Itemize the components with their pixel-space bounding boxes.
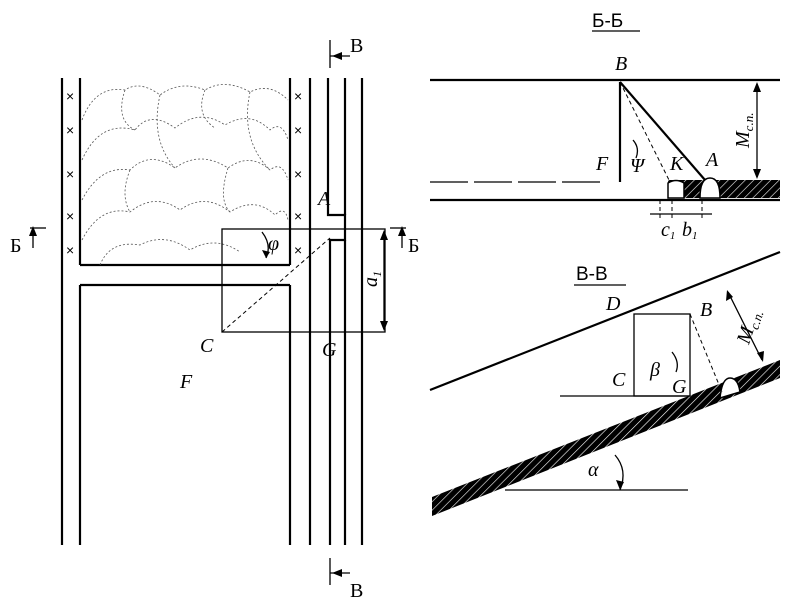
svg-text:Б: Б — [10, 235, 21, 257]
bb-line-b-to-a — [619, 81, 706, 181]
section-vv-title: В-В — [576, 264, 608, 285]
svg-text:×: × — [66, 242, 74, 258]
bb-point-k-label: K — [669, 153, 685, 175]
vv-point-b-label: B — [700, 299, 712, 321]
vv-pillar — [719, 377, 741, 400]
point-c-label: C — [200, 335, 214, 357]
svg-text:В: В — [350, 580, 363, 602]
vv-point-c-label: C — [612, 369, 626, 391]
bb-ore-body — [668, 180, 780, 198]
bb-pillar-k — [667, 179, 685, 199]
bb-angle-psi-label: Ψ — [630, 155, 646, 177]
svg-text:×: × — [66, 88, 74, 104]
diagonal-c-to-a — [221, 237, 331, 333]
section-bb: Б-Б Mс.п. c1 b1 B F — [430, 11, 780, 242]
svg-text:×: × — [66, 122, 74, 138]
a1-arrow-top — [380, 230, 388, 240]
drift-with-step-left — [326, 78, 347, 545]
svg-text:×: × — [294, 208, 302, 224]
bb-m-label: Mс.п. — [732, 113, 756, 149]
section-vv: В-В α Mс.п. D B C β G — [429, 250, 781, 516]
caved-rock-pattern — [81, 84, 289, 266]
vv-line-b-to-pillar — [689, 313, 723, 393]
phi-arrowhead — [262, 250, 270, 258]
a1-arrow-bottom — [380, 321, 388, 331]
section-marker-b-right: Б — [390, 226, 419, 257]
bb-c1-label: c1 — [661, 219, 675, 242]
bb-b1-label: b1 — [682, 219, 698, 242]
svg-text:×: × — [294, 122, 302, 138]
angle-phi-label: φ — [268, 233, 279, 255]
vv-m-dimension-line — [727, 291, 763, 361]
area-f-label: F — [179, 371, 193, 393]
section-marker-b-left: Б — [10, 226, 46, 257]
vv-beta-arc — [671, 351, 678, 373]
section-marker-v-bottom: В — [329, 558, 363, 602]
svg-text:×: × — [66, 208, 74, 224]
pillar-cross-marks: × × × × × × × × × × — [66, 88, 302, 258]
section-bb-title: Б-Б — [592, 11, 623, 32]
bb-line-b-to-k — [619, 81, 671, 183]
section-marker-v-top: В — [329, 35, 363, 68]
svg-text:Б: Б — [408, 235, 419, 257]
projection-rectangle — [221, 228, 386, 333]
svg-text:×: × — [294, 166, 302, 182]
point-g-label: G — [322, 339, 337, 361]
svg-text:×: × — [294, 88, 302, 104]
vv-roof-line — [429, 250, 781, 392]
point-a-label: A — [316, 188, 331, 210]
vv-point-g-label: G — [672, 376, 687, 398]
bb-point-f-label: F — [595, 153, 609, 175]
plan-view: × × × × × × × × × × φ a1 A C G F Б — [10, 35, 419, 602]
svg-text:В: В — [350, 35, 363, 57]
a1-label: a1 — [360, 271, 384, 287]
vv-angle-beta-label: β — [649, 359, 660, 381]
bb-point-a-label: A — [704, 149, 719, 171]
bb-point-b-label: B — [615, 53, 627, 75]
vv-angle-alpha-label: α — [588, 459, 599, 481]
bb-pillar-a — [699, 177, 721, 199]
svg-text:×: × — [66, 166, 74, 182]
vv-point-d-label: D — [605, 293, 621, 315]
bb-psi-arc — [632, 139, 639, 159]
svg-text:×: × — [294, 242, 302, 258]
vv-ore-seam — [432, 360, 780, 516]
